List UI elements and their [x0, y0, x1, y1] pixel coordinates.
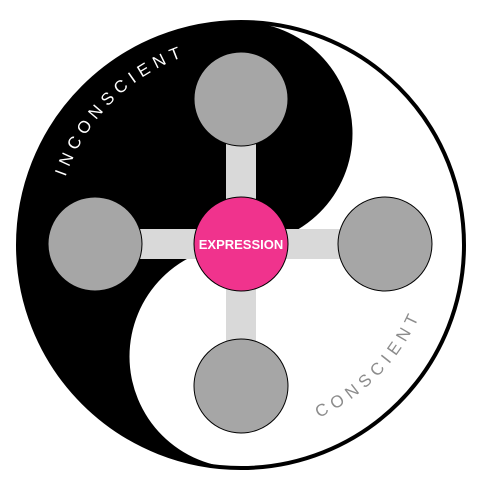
bottom-node: [193, 338, 289, 434]
right-node: [337, 196, 433, 292]
center-label: EXPRESSION: [199, 237, 284, 252]
left-node: [47, 196, 143, 292]
top-node: [193, 51, 289, 147]
center-node: [193, 196, 289, 292]
outer-ring: [16, 20, 466, 470]
